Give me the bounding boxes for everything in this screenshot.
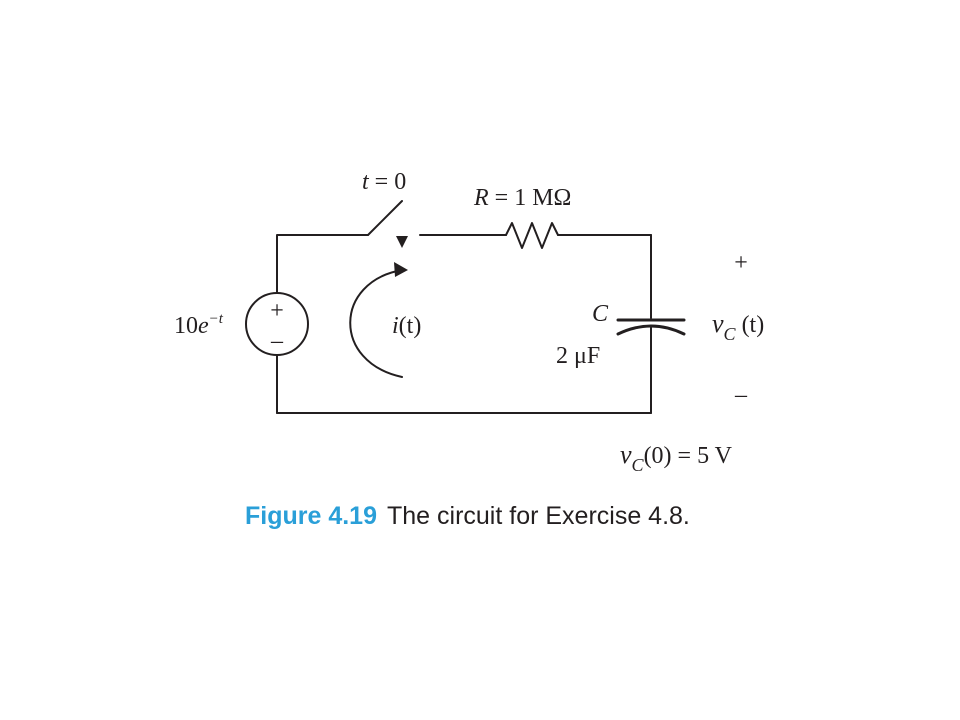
initial-condition-label: vC(0) = 5 V: [620, 440, 733, 475]
caption-number: Figure 4.19: [245, 502, 377, 530]
source-label: 10e−t: [174, 311, 224, 339]
resistor-label: R = 1 MΩ: [473, 185, 571, 211]
caption-text: The circuit for Exercise 4.8.: [387, 502, 690, 530]
current-arc: [349, 269, 403, 378]
current-label: i(t): [392, 313, 421, 339]
voltage-plus: +: [734, 250, 748, 276]
wire-left: [276, 234, 369, 414]
voltage-label: vC (t): [712, 309, 764, 344]
current-arrow-icon: [394, 262, 408, 277]
source-minus: –: [270, 328, 284, 354]
voltage-source: [245, 292, 309, 356]
capacitor-value-label: 2 μF: [556, 343, 600, 369]
capacitor-symbol-label: C: [592, 301, 609, 327]
voltage-minus: –: [734, 382, 748, 408]
resistor: [505, 222, 559, 249]
figure-caption: Figure 4.19 The circuit for Exercise 4.8.: [245, 502, 690, 530]
source-plus: +: [270, 298, 284, 324]
switch-label: t = 0: [362, 169, 406, 195]
switch-arrow-icon: [396, 236, 408, 248]
switch-blade: [367, 200, 403, 236]
